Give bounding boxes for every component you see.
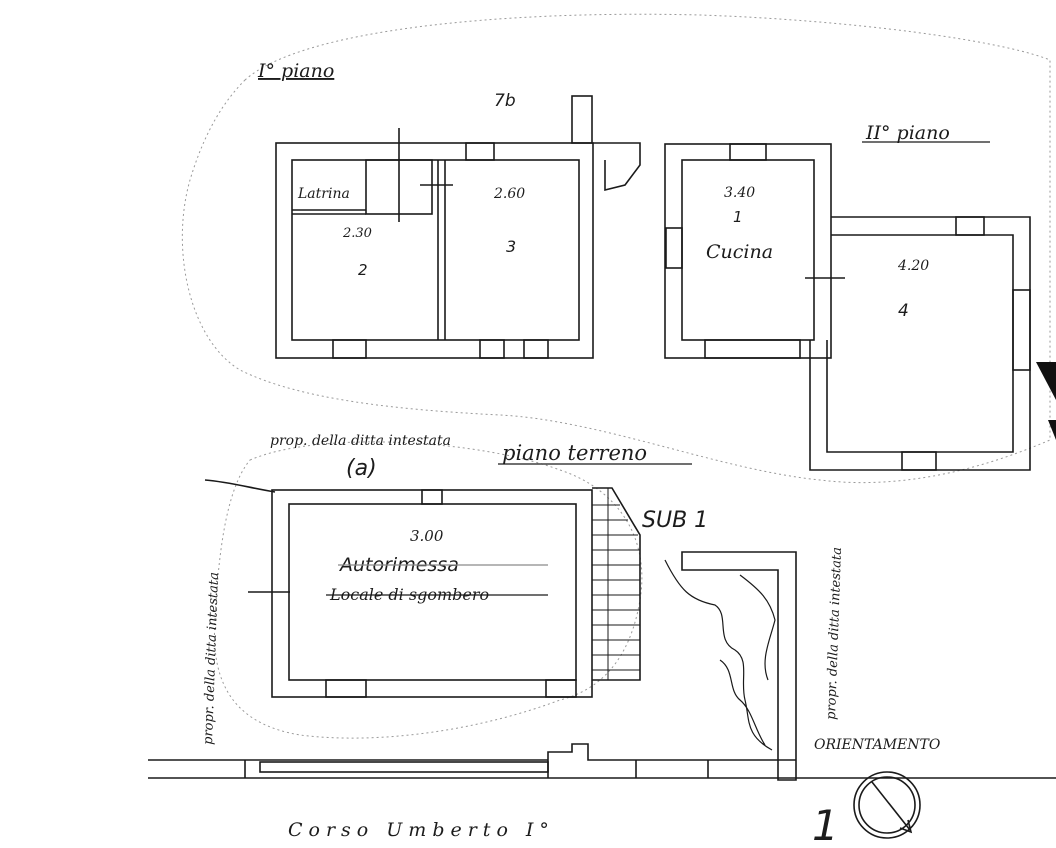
ground-floor-plan [148, 479, 1056, 781]
orientation-arrow-icon [1036, 362, 1056, 400]
orientation-arrow-icon-2 [1048, 420, 1056, 440]
room-1-dimension: 3.40 [724, 185, 755, 201]
second-floor-plan [664, 143, 1031, 471]
room-1-number: 1 [733, 208, 743, 226]
street-name-label: Corso Umberto I° [288, 819, 555, 841]
second-floor-title: II° piano [865, 122, 950, 144]
ownership-note-top: prop. della ditta intestata [270, 433, 451, 449]
room-4-dimension: 4.20 [897, 258, 929, 274]
compass-north-icon [853, 771, 921, 839]
ground-floor-title: piano terreno [502, 441, 647, 465]
room-3-number: 3 [506, 237, 516, 256]
room-3-dimension: 2.60 [493, 186, 525, 202]
top-mark-note: 7b [494, 91, 516, 111]
room-2-number: 2 [358, 261, 368, 279]
first-floor-plan [275, 95, 641, 359]
page-mark: 1 [812, 801, 839, 848]
first-floor-title: I° piano [257, 60, 334, 82]
room-cucina-label: Cucina [706, 241, 773, 263]
room-latrina-label: Latrina [297, 186, 350, 202]
sub-note: SUB 1 [642, 508, 708, 533]
ground-room-dimension: 3.00 [410, 527, 444, 545]
room-4-number: 4 [898, 301, 909, 321]
marker-a-note: (a) [346, 456, 377, 481]
orientamento-label: ORIENTAMENTO [814, 737, 941, 753]
ownership-note-left: propr. della ditta intestata [201, 572, 222, 745]
room-2-dimension: 2.30 [342, 226, 372, 241]
ownership-note-right: propr. della ditta intestata [824, 547, 845, 720]
